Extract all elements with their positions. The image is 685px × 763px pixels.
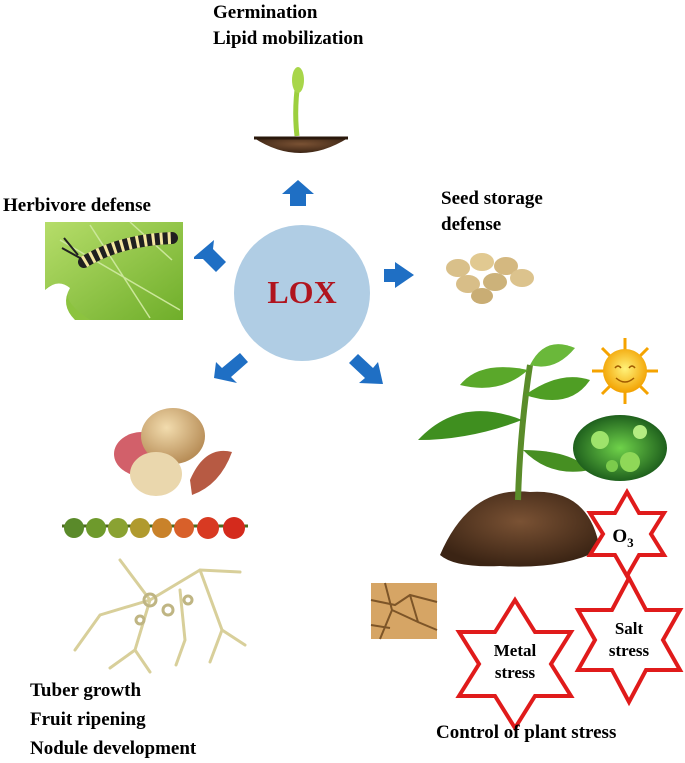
control-plant-stress-line: Control of plant stress (436, 722, 617, 743)
svg-text:stress: stress (609, 641, 650, 660)
tuber-fruit-nodule-label: Tuber growth Fruit ripening Nodule devel… (30, 676, 196, 763)
svg-text:Metal: Metal (494, 641, 537, 660)
arrow-lower-right (349, 354, 383, 384)
lox-label: LOX (267, 274, 336, 310)
potatoes-image (114, 408, 232, 496)
arrow-right (384, 262, 414, 288)
seedling-image (254, 67, 348, 153)
lipid-mobilization-line: Lipid mobilization (213, 28, 364, 49)
germination-label: Germination Lipid mobilization (213, 0, 363, 52)
arrow-up (282, 180, 314, 206)
tuber-growth-line: Tuber growth (30, 680, 142, 701)
root-nodules-image (73, 558, 247, 674)
caterpillar-leaf-image (45, 221, 183, 320)
seed-storage-line: Seed storage (441, 188, 543, 209)
tomatoes-image (62, 517, 248, 539)
seed-storage-defense-label: Seed storage defense (441, 186, 543, 238)
metal-stress-star: Metal stress (455, 596, 575, 732)
lox-circle (234, 225, 370, 361)
defense-line: defense (441, 214, 502, 235)
herbivore-defense-line: Herbivore defense (3, 195, 151, 216)
svg-text:stress: stress (495, 663, 536, 682)
salt-stress-star: Salt stress (574, 573, 684, 707)
soybeans-image (446, 253, 534, 304)
dry-soil-image (370, 582, 438, 640)
sun-image (592, 338, 658, 404)
germination-line: Germination (213, 2, 318, 23)
control-plant-stress-label: Control of plant stress (436, 720, 616, 746)
arrow-upper-left (194, 240, 226, 272)
microbes-image (573, 415, 667, 481)
svg-text:O3: O3 (612, 526, 634, 550)
ozone-star: O3 (586, 487, 668, 581)
nodule-development-line: Nodule development (30, 738, 197, 759)
svg-text:Salt: Salt (615, 619, 644, 638)
plant-in-soil-image (418, 344, 600, 567)
arrow-lower-left (214, 353, 248, 383)
fruit-ripening-line: Fruit ripening (30, 709, 146, 730)
herbivore-defense-label: Herbivore defense (3, 193, 151, 219)
